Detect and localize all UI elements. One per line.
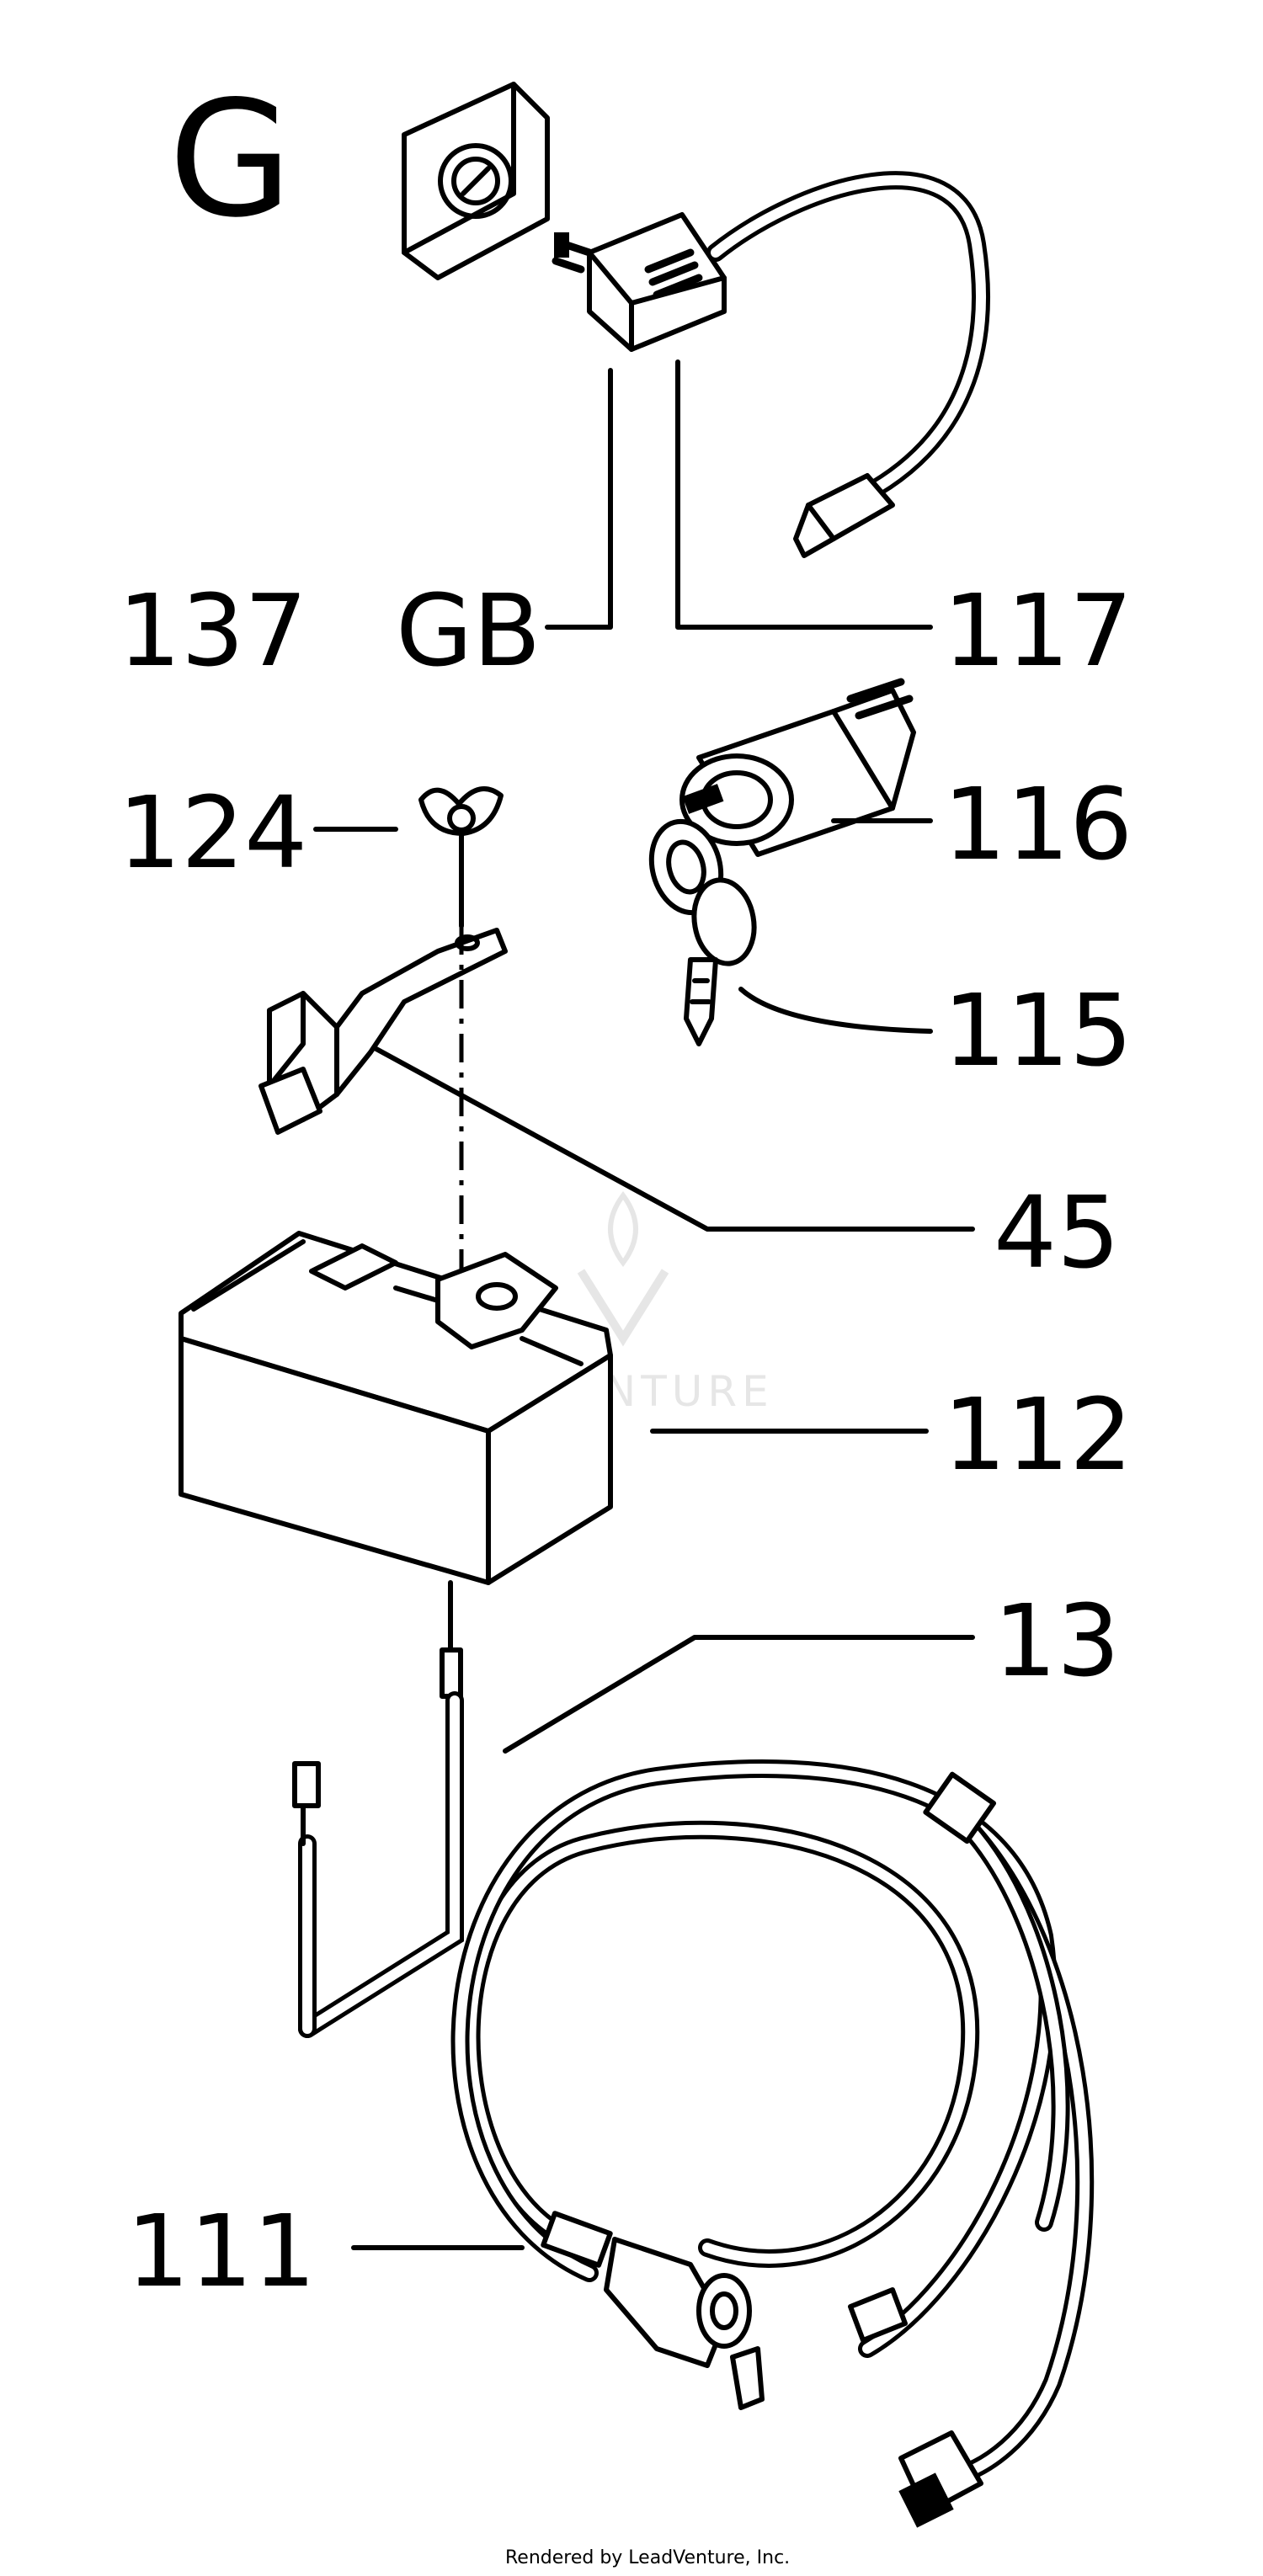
leader-117	[675, 359, 933, 630]
callout-124: 124	[118, 774, 307, 891]
part-13-battery-cable	[292, 1580, 464, 2038]
callout-117: 117	[943, 572, 1132, 689]
callout-112: 112	[943, 1376, 1132, 1493]
part-111-wiring-harness	[450, 1759, 1095, 2528]
callout-gb: GB	[396, 572, 541, 689]
callout-116: 116	[943, 766, 1132, 882]
part-45-strap	[258, 928, 508, 1135]
part-116-ignition-switch	[679, 678, 916, 857]
callout-115: 115	[943, 972, 1132, 1088]
part-117-plug-harness	[552, 171, 990, 558]
leader-115	[738, 987, 933, 1034]
part-115-keys	[648, 818, 757, 1046]
part-112-battery	[179, 1231, 613, 1585]
part-124-wing-nut	[418, 786, 504, 929]
leader-13	[503, 1635, 975, 1754]
part-137-socket	[402, 82, 550, 280]
callout-45: 45	[994, 1174, 1120, 1291]
callout-137: 137	[118, 572, 307, 689]
callout-13: 13	[994, 1583, 1120, 1699]
leader-45	[372, 1046, 975, 1232]
leader-gb	[545, 368, 613, 630]
render-credit: Rendered by LeadVenture, Inc.	[505, 2547, 790, 2568]
section-letter: G	[168, 67, 292, 253]
callout-111: 111	[126, 2193, 316, 2309]
